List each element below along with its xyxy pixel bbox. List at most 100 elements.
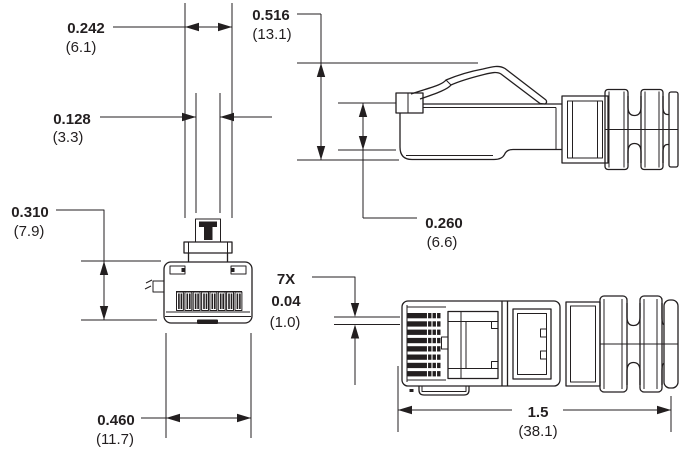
contact-blade: [407, 346, 441, 352]
contact-blade: [230, 293, 233, 309]
dim-overall-height-mm: (13.1): [252, 26, 291, 43]
contact-blade: [211, 293, 214, 309]
arrowhead: [182, 112, 196, 122]
arrowhead: [350, 324, 360, 339]
window-outline: [512, 308, 552, 380]
contact-slot: [192, 291, 201, 311]
contact-blade: [203, 293, 205, 309]
dim-cable-width: 0.128 (3.3): [53, 111, 272, 146]
contact-blade: [180, 293, 183, 309]
dim-plug-width: 0.460 (11.7): [96, 333, 252, 448]
dim-contact-blade: 7X 0.04 (1.0): [270, 271, 400, 385]
contact-blade: [186, 293, 189, 309]
extension-line: [81, 260, 161, 321]
leader-line: [56, 209, 105, 261]
contact-blade: [178, 293, 180, 309]
collar: [183, 241, 233, 254]
arrowhead: [99, 261, 109, 275]
boot-collar-top: [565, 301, 601, 387]
detail-dot: [409, 389, 414, 392]
front-view: [144, 3, 253, 324]
arrowhead: [316, 63, 326, 77]
arrowhead: [316, 146, 326, 160]
latch-tip-shadow: [197, 319, 218, 324]
contact-slot: [209, 291, 218, 311]
load-bar-frame: [441, 310, 499, 380]
contact-blade: [407, 337, 441, 344]
collar-inner: [567, 100, 603, 159]
side-nub: [152, 280, 165, 293]
dim-body-height: 0.260 (6.6): [338, 102, 463, 251]
arrowhead: [218, 22, 232, 32]
bottom-tab: [409, 386, 470, 396]
guide-tick-left: [181, 268, 185, 272]
side-nub-hatch: [144, 279, 153, 290]
boot-valley-top: [662, 96, 669, 116]
dim-plug-height: 0.310 (7.9): [11, 204, 161, 321]
crimp-bar: [199, 221, 217, 227]
boot-valley-top: [627, 96, 642, 117]
boot-valley-top: [661, 303, 665, 326]
dim-plug-height-inches: 0.310: [11, 204, 49, 221]
contact-texture: [426, 312, 438, 377]
latch: [410, 65, 548, 105]
boot-rib-inner-lines: [608, 91, 660, 168]
nose: [395, 92, 424, 114]
boot-valley-bottom: [662, 143, 669, 163]
latch-top-edge: [410, 65, 547, 101]
body-bottom-lines: [165, 311, 251, 317]
dim-contact-blade-inches: 0.04: [271, 293, 301, 310]
arrowhead: [350, 303, 360, 317]
dim-body-height-inches: 0.260: [425, 215, 463, 232]
frame-side-tab: [441, 336, 449, 350]
contact-blade: [194, 293, 197, 309]
contact-blade: [228, 293, 230, 309]
dim-plug-width-mm: (11.7): [96, 431, 134, 448]
dim-contact-blade-mm: (1.0): [270, 314, 301, 331]
collar-inner-lines: [188, 242, 228, 253]
neck-lines: [187, 253, 229, 262]
contact-blade: [407, 354, 441, 360]
dim-plug-height-mm: (7.9): [14, 223, 45, 240]
contact-blade: [407, 329, 441, 335]
strain-relief-boot-top: [599, 295, 679, 393]
plug-body-top: [401, 300, 561, 396]
tab-inner: [421, 386, 467, 392]
window-tab: [540, 350, 547, 360]
arrowhead: [166, 413, 180, 423]
dim-overall-length-mm: (38.1): [518, 423, 557, 440]
dim-cable-width-mm: (3.3): [53, 129, 84, 146]
frame-notch: [491, 361, 499, 369]
latch-guide-left: [169, 265, 186, 275]
dim-overall-height: 0.516 (13.1): [252, 7, 478, 161]
arrowhead: [220, 112, 234, 122]
dimension-and-leader-line: [362, 103, 417, 219]
boot-valley-bottom: [661, 362, 665, 385]
dim-overall-length-inches: 1.5: [528, 404, 549, 421]
top-view: [401, 295, 679, 396]
contact-blade: [189, 293, 191, 309]
collar-inner: [570, 305, 596, 383]
dim-boot-width: 0.242 (6.1): [66, 20, 232, 56]
dim-overall-length: 1.5 (38.1): [397, 366, 672, 440]
dimension-and-extension-lines: [141, 333, 252, 438]
body-divider: [501, 301, 509, 386]
contact-blades-top: [407, 312, 441, 377]
collar-outline: [565, 301, 601, 387]
contact-blade: [205, 293, 208, 309]
contact-slot: [234, 291, 243, 311]
latch-kink: [445, 79, 452, 86]
extension-line: [397, 366, 672, 432]
arrowhead: [358, 103, 368, 117]
plug-body-front: [144, 261, 253, 324]
guide-tick-right: [231, 268, 235, 272]
contact-blade: [236, 293, 239, 309]
latch-end: [539, 99, 548, 105]
extension-line: [334, 316, 400, 325]
contact-blade: [239, 293, 241, 309]
latch-bottom-edge: [419, 71, 541, 105]
window-inner: [517, 313, 547, 375]
arrowhead: [398, 405, 412, 415]
